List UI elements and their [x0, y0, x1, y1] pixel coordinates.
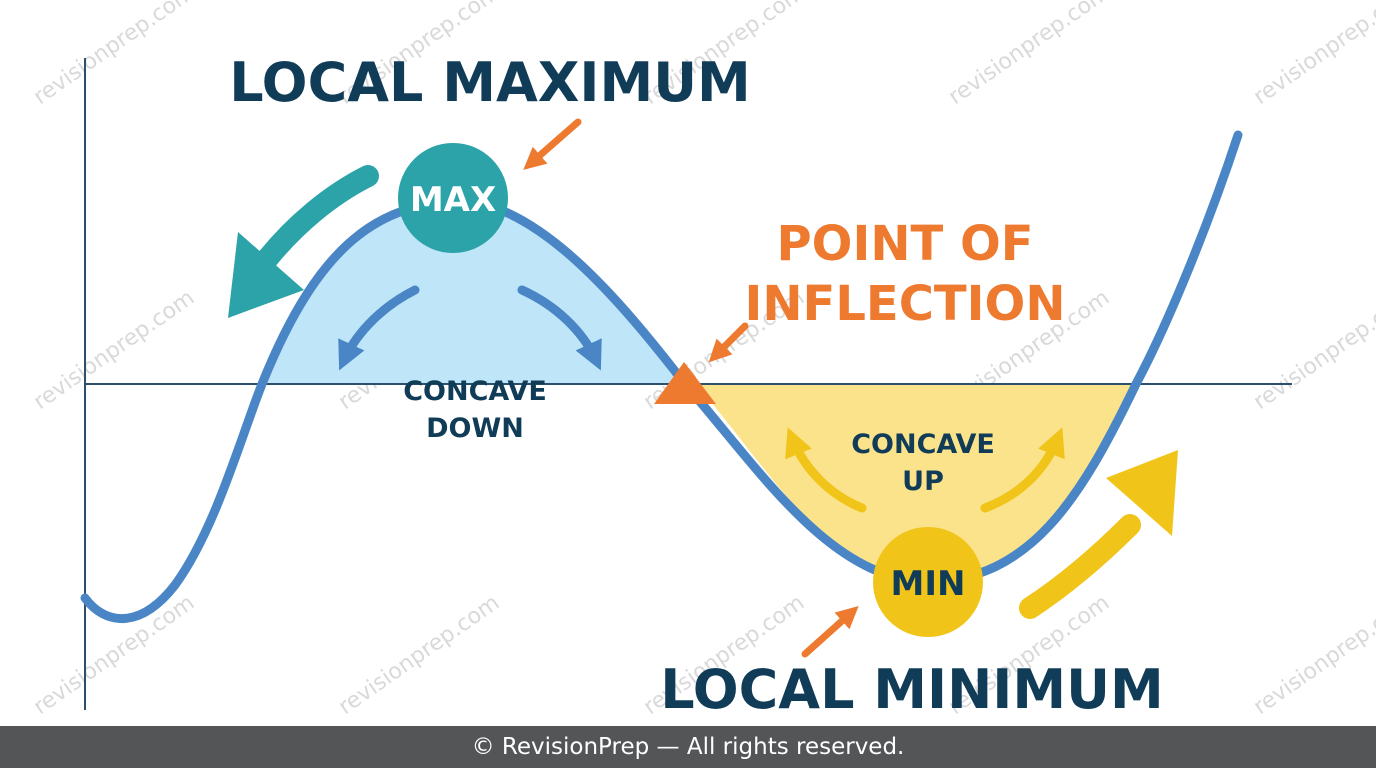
- concave-up-arrow-left-icon: [785, 427, 867, 513]
- concave-up-arrow-right-icon: [980, 427, 1065, 513]
- local-minimum-title: LOCAL MINIMUM: [660, 658, 1163, 721]
- max-pointer-arrow-icon: [523, 118, 582, 170]
- min-badge-label: MIN: [891, 564, 966, 604]
- inflection-point-marker-icon: [654, 362, 716, 404]
- increasing-arrow-icon: [1019, 514, 1141, 619]
- copyright-footer: © RevisionPrep — All rights reserved.: [0, 726, 1376, 768]
- max-badge-label: MAX: [410, 180, 496, 220]
- watermark-text: revisionprep.com: [334, 590, 504, 720]
- watermark-text: revisionprep.com: [29, 0, 199, 110]
- concave-down-arrow-right-icon: [517, 285, 602, 371]
- min-pointer-arrow-icon: [801, 606, 859, 658]
- function-curve: [80, 130, 1243, 623]
- watermark-text: revisionprep.com: [1249, 0, 1376, 110]
- watermark-text: revisionprep.com: [944, 0, 1114, 110]
- local-maximum-title: LOCAL MAXIMUM: [229, 51, 751, 114]
- concave-down-region: [262, 200, 678, 384]
- concave-down-label-line1: CONCAVE: [403, 376, 547, 407]
- concave-up-label-line2: UP: [902, 466, 944, 497]
- decreasing-arrow-icon: [257, 165, 379, 269]
- concave-down-label-line2: DOWN: [426, 413, 524, 444]
- concavity-diagram: revisionprep.com revisionprep.com revision…: [29, 0, 1376, 721]
- decreasing-arrowhead-icon: [228, 232, 304, 318]
- min-badge: [873, 527, 983, 637]
- inflection-title-line2: INFLECTION: [745, 276, 1066, 332]
- watermark-text: revisionprep.com: [1249, 285, 1376, 415]
- watermark-text: revisionprep.com: [29, 590, 199, 720]
- watermark-text: revisionprep.com: [1249, 590, 1376, 720]
- inflection-pointer-arrow-icon: [708, 322, 749, 363]
- inflection-title-line1: POINT OF: [776, 216, 1033, 272]
- watermark-text: revisionprep.com: [29, 285, 199, 415]
- concave-down-arrow-left-icon: [338, 285, 420, 371]
- increasing-arrowhead-icon: [1106, 450, 1178, 536]
- max-badge: [398, 143, 508, 253]
- concave-up-label-line1: CONCAVE: [851, 429, 995, 460]
